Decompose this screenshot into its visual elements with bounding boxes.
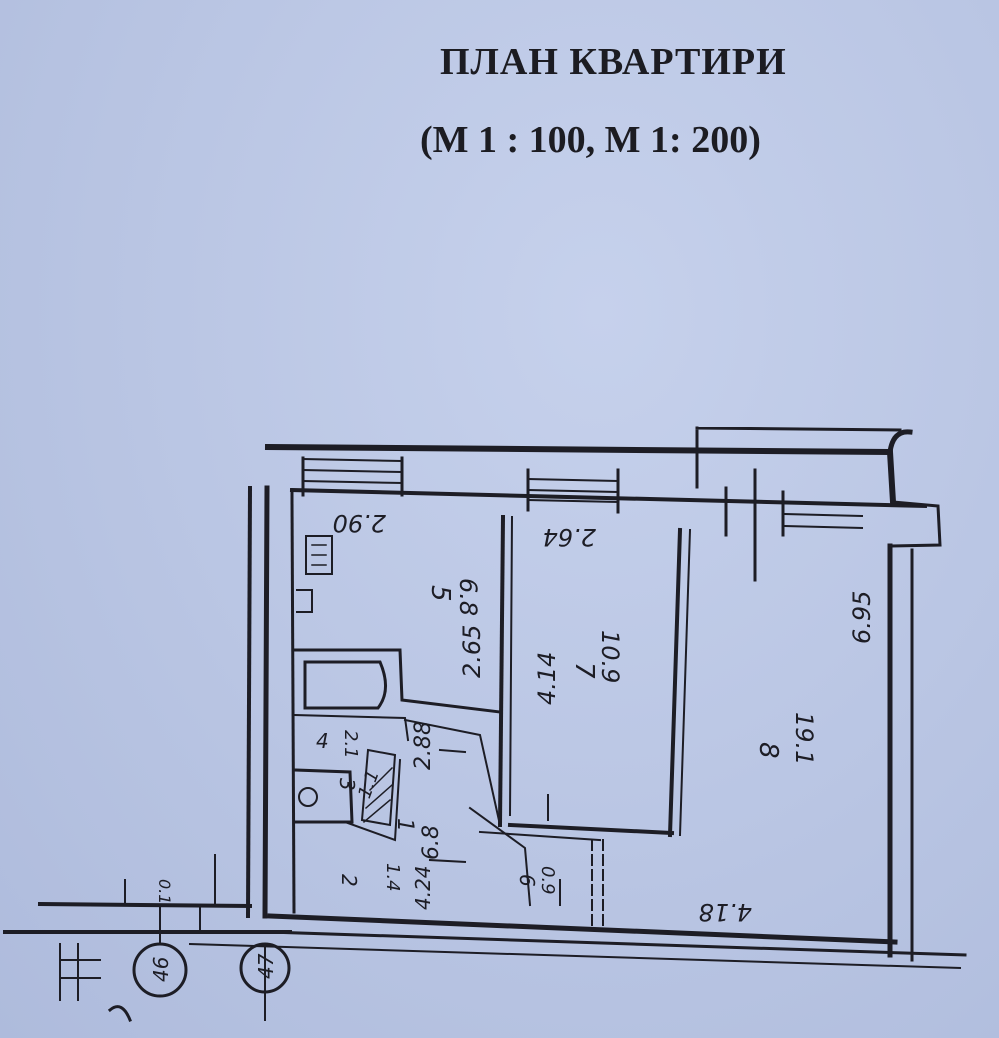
document-title: ПЛАН КВАРТИРИ	[440, 41, 787, 83]
room-8-dim-side: 6.95	[848, 591, 876, 644]
room-5-dim-side: 2.65	[458, 625, 486, 678]
room-3-number: 3	[335, 778, 359, 791]
room-2-number: 2	[337, 874, 361, 887]
room-1-dim-side: 2.88	[411, 721, 436, 770]
room-1-area: 6.8	[419, 825, 444, 860]
room-5-number: 5	[425, 585, 455, 602]
room-7-dim-top: 2.64	[543, 523, 596, 551]
room-6-area: 0.9	[537, 866, 558, 895]
room-1-number: 1	[392, 818, 417, 832]
room-7-area: 10.9	[596, 630, 624, 683]
room-5-area: 6.8	[454, 578, 482, 616]
axis-47-label: 47	[254, 953, 278, 979]
scale-note: (М 1 : 100, М 1: 200)	[420, 119, 761, 161]
room-6-number: 6	[515, 874, 539, 887]
left-small-mark: 0.1	[155, 879, 174, 904]
room-5-dim-top: 2.90	[333, 509, 386, 537]
room-7-dim-side: 4.14	[533, 652, 561, 705]
room-8-number: 8	[753, 742, 783, 759]
room-7-number: 7	[569, 662, 599, 679]
room-2-area: 1.4	[382, 863, 403, 892]
room-8-area: 19.1	[790, 712, 818, 765]
room-4-area: 2.1	[340, 730, 361, 759]
axis-46-label: 46	[149, 957, 173, 982]
room-2-dim-side: 4.24	[411, 865, 435, 910]
room-labels: 2.90 5 6.8 2.65 2.64 4.14 7 10.9 8 19.1 …	[149, 509, 876, 982]
room-8-dim-bottom: 4.18	[699, 898, 752, 926]
room-4-number: 4	[316, 729, 329, 753]
plan-walls	[3, 426, 967, 1022]
